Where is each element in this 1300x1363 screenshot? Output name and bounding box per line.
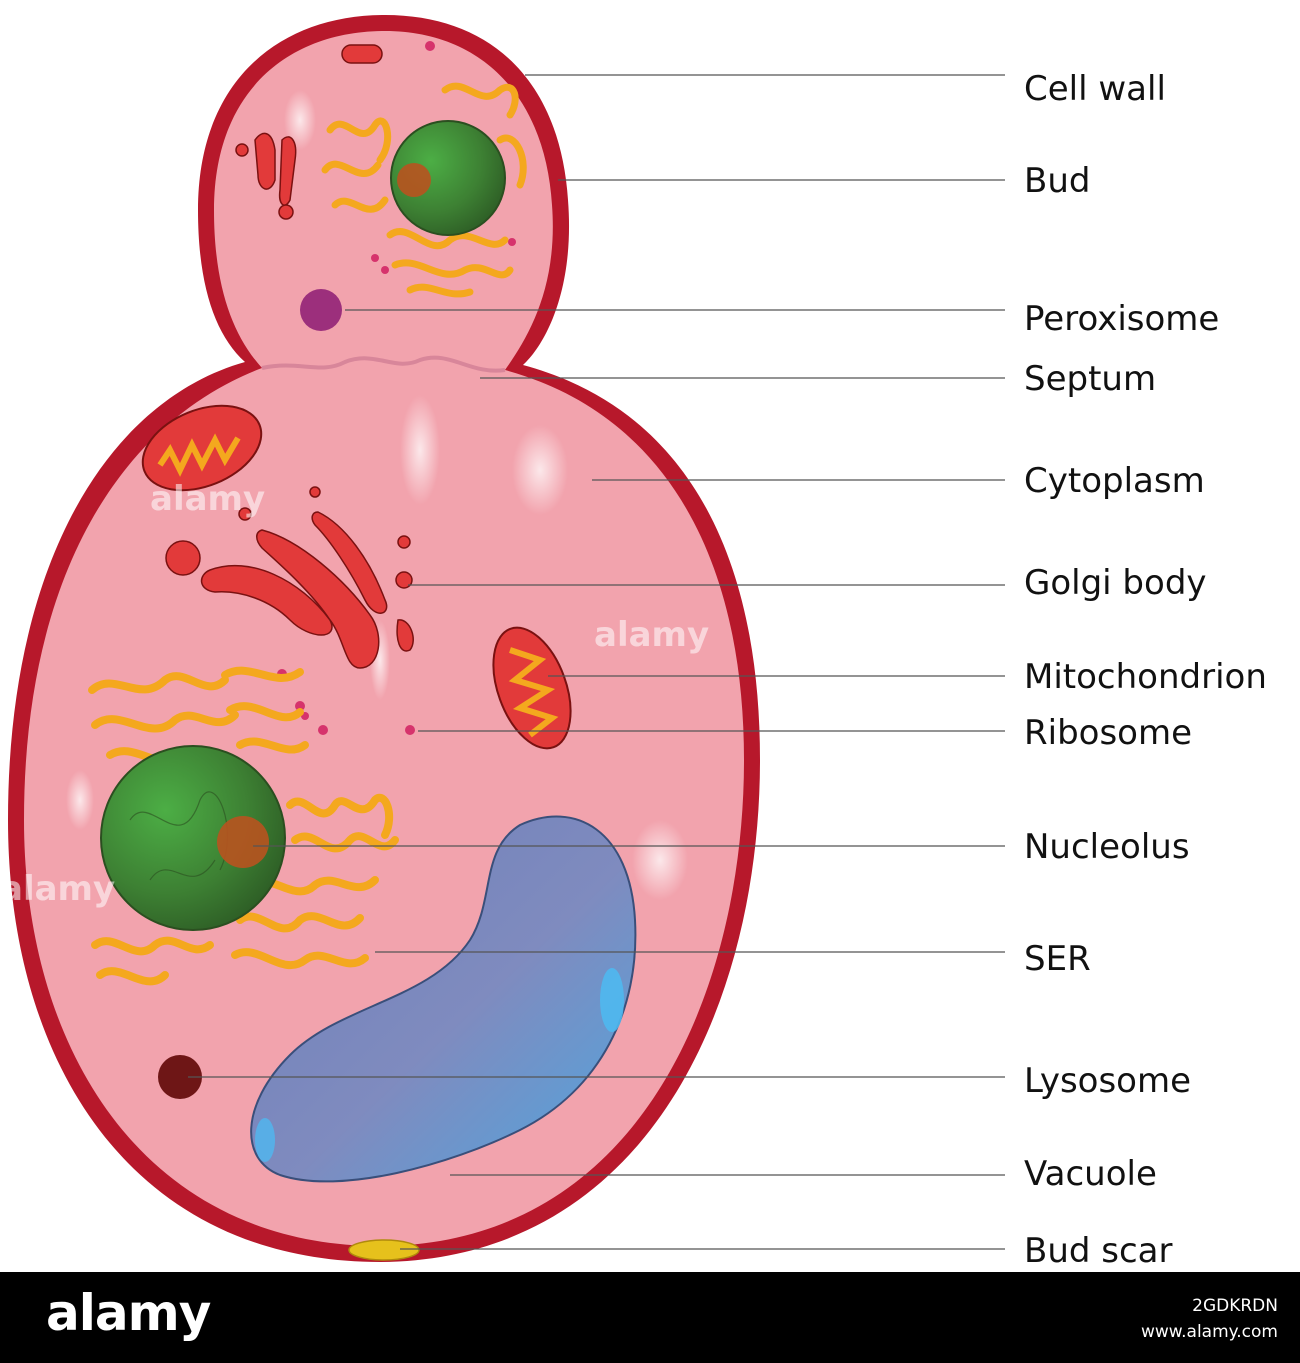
septum [261, 355, 506, 373]
vacuole [250, 815, 637, 1183]
bud-nucleolus [397, 163, 431, 197]
label-mitochondrion: Mitochondrion [1024, 657, 1267, 697]
label-ribosome: Ribosome [1024, 713, 1192, 753]
nucleus [100, 745, 286, 931]
label-lysosome: Lysosome [1024, 1061, 1191, 1101]
svg-text:alamy: alamy [150, 479, 265, 519]
image-id: 2GDKRDN [1192, 1296, 1278, 1316]
svg-text:alamy: alamy [0, 869, 115, 909]
label-golgi-body: Golgi body [1024, 563, 1207, 603]
golgi-body [165, 486, 414, 669]
footer-bar: alamy 2GDKRDN www.alamy.com [0, 1272, 1300, 1363]
label-cytoplasm: Cytoplasm [1024, 461, 1205, 501]
lysosome [158, 1055, 202, 1099]
leader-lines [188, 74, 1005, 1250]
bud-nucleus [390, 120, 506, 236]
site-url: www.alamy.com [1140, 1322, 1278, 1342]
label-septum: Septum [1024, 359, 1156, 399]
label-bud: Bud [1024, 161, 1090, 201]
bud-organelles [235, 41, 527, 331]
yeast-cell-diagram: alamy alamy alamy Cell wall Bud Peroxiso… [0, 15, 1267, 1271]
nucleolus [217, 816, 269, 868]
bud-scar [348, 1239, 420, 1261]
labels: Cell wall Bud Peroxisome Septum Cytoplas… [1024, 69, 1267, 1271]
label-nucleolus: Nucleolus [1024, 827, 1190, 867]
brand-logo: alamy [46, 1284, 211, 1342]
peroxisome [300, 289, 342, 331]
label-ser: SER [1024, 939, 1091, 979]
label-peroxisome: Peroxisome [1024, 299, 1219, 339]
label-cell-wall: Cell wall [1024, 69, 1166, 109]
svg-text:alamy: alamy [594, 615, 709, 655]
watermark: alamy alamy alamy [0, 479, 709, 909]
mother-organelles [88, 404, 637, 1261]
label-bud-scar: Bud scar [1024, 1231, 1173, 1271]
smooth-er [88, 666, 399, 986]
label-vacuole: Vacuole [1024, 1154, 1157, 1194]
